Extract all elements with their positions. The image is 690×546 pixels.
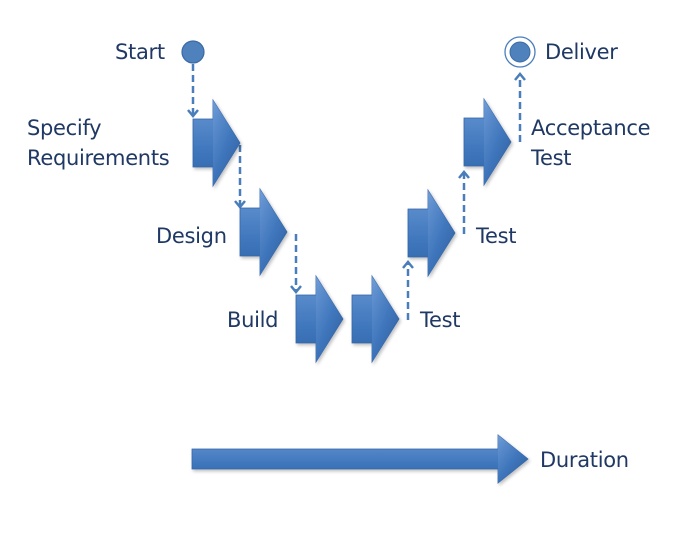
- start-node-icon: [181, 40, 205, 64]
- step-arrow-build2: [351, 274, 400, 364]
- step-label-design: Design: [156, 224, 227, 248]
- arrowhead-down-icon: [290, 285, 302, 294]
- step-label-specify-line2: Requirements: [27, 146, 170, 170]
- arrowhead-up-icon: [514, 72, 526, 81]
- step-arrow-design: [239, 187, 288, 277]
- arrowhead-down-icon: [234, 200, 246, 209]
- connectors: [187, 64, 526, 320]
- step-label-specify-line1: Specify: [27, 116, 102, 140]
- start-label: Start: [115, 40, 165, 64]
- arrowhead-down-icon: [187, 109, 199, 118]
- step-arrow-specify: [192, 98, 241, 188]
- arrowhead-up-icon: [458, 170, 470, 179]
- step-label-system-test: Test: [476, 224, 517, 248]
- deliver-node-icon: [504, 36, 536, 68]
- step-arrow-build: [295, 274, 344, 364]
- arrowhead-up-icon: [402, 260, 414, 269]
- step-label-acceptance-line2: Test: [531, 146, 572, 170]
- step-label-acceptance-line1: Acceptance: [531, 116, 651, 140]
- step-label-unit-test: Test: [420, 308, 461, 332]
- duration-label: Duration: [540, 448, 629, 472]
- step-label-build: Build: [227, 308, 279, 332]
- step-arrows: [192, 97, 512, 364]
- deliver-label: Deliver: [545, 40, 618, 64]
- step-arrow-system-test: [407, 188, 456, 278]
- step-arrow-acceptance: [463, 97, 512, 187]
- duration-arrow: [191, 434, 529, 484]
